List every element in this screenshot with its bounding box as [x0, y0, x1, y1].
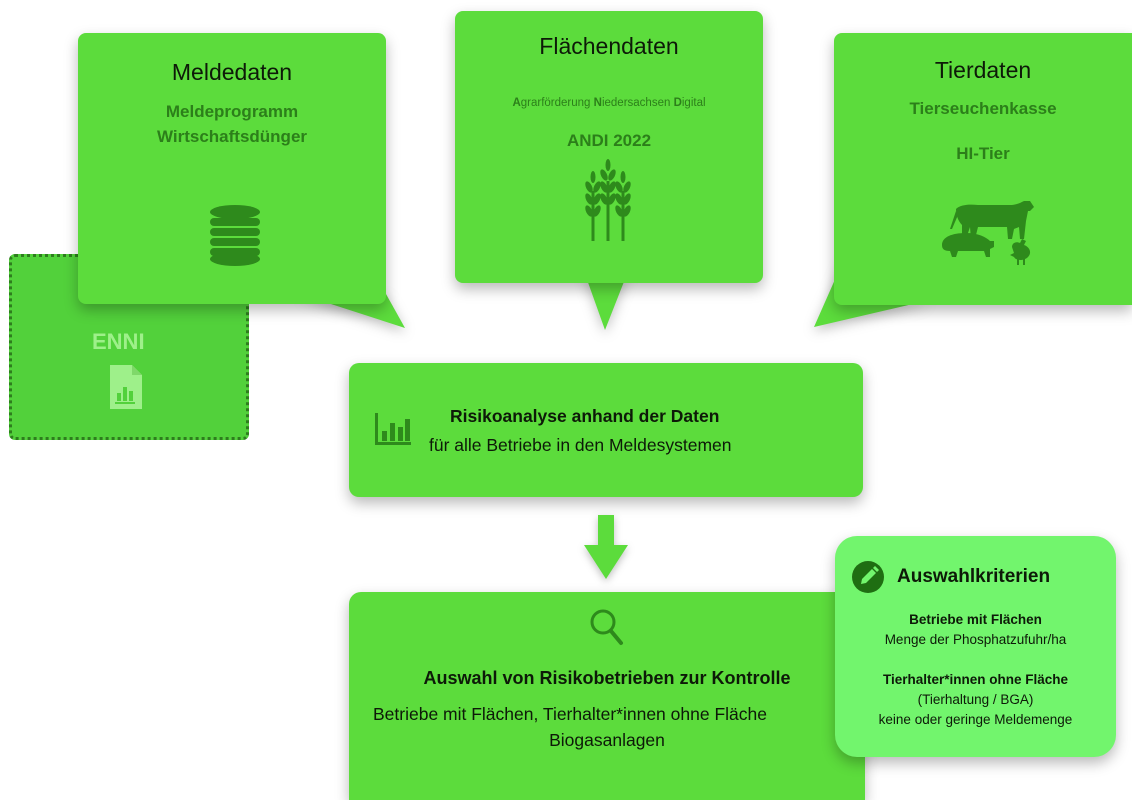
flaechendaten-title: Flächendaten [539, 33, 679, 59]
agrar-initial-d: D [673, 97, 682, 109]
meldedaten-subtitle: Meldeprogramm Wirtschaftsdünger [78, 99, 386, 149]
auswahlkriterien-title: Auswahlkriterien [897, 566, 1051, 587]
risikoanalyse-title: Risikoanalyse anhand der Daten [450, 406, 720, 426]
kriterien-item2-text2: keine oder geringe Meldemenge [878, 712, 1073, 727]
tierdaten-title: Tierdaten [934, 57, 1032, 83]
agrarfoerderung-text: Agrarförderung Niedersachsen Digital [455, 97, 763, 109]
auswahl-title: Auswahl von Risikobetrieben zur Kontroll… [423, 668, 791, 688]
auswahl-line1: Betriebe mit Flächen, Tierhalter*innen o… [373, 704, 767, 724]
risikoanalyse-box: Risikoanalyse anhand der Daten für alle … [349, 363, 863, 497]
pencil-icon [852, 561, 884, 593]
kriterien-item1-text: Menge der Phosphatzufuhr/ha [884, 632, 1067, 647]
kriterien-item2-text1: (Tierhaltung / BGA) [917, 692, 1034, 707]
livestock-icon [942, 201, 1034, 265]
risikoanalyse-subtitle: für alle Betriebe in den Meldesystemen [429, 435, 732, 455]
agrar-initial-n: N [593, 97, 602, 109]
agrar-word-3: igital [681, 97, 706, 109]
down-arrow-icon [584, 515, 628, 579]
bar-chart-icon [375, 413, 411, 445]
tierdaten-line2: HI-Tier [956, 144, 1010, 163]
meldedaten-line1: Meldeprogramm [165, 102, 299, 121]
chart-document-icon [110, 365, 142, 409]
tierdaten-line1: Tierseuchenkasse [909, 99, 1057, 118]
meldedaten-line2: Wirtschaftsdünger [156, 127, 308, 146]
database-icon [210, 205, 260, 266]
enni-label: ENNI [92, 329, 145, 354]
auswahl-box: Auswahl von Risikobetrieben zur Kontroll… [349, 592, 865, 800]
agrar-initial-a: A [512, 97, 521, 109]
meldedaten-title: Meldedaten [171, 59, 293, 85]
agrar-word-1: grarförderung [520, 97, 594, 109]
kriterien-item1-title: Betriebe mit Flächen [909, 612, 1042, 627]
flaechendaten-box: Flächendaten Agrarförderung Niedersachse… [455, 11, 763, 283]
auswahl-line2: Biogasanlagen [549, 730, 665, 750]
meldedaten-box: Meldedaten Meldeprogramm Wirtschaftsdüng… [78, 33, 386, 304]
wheat-icon [585, 159, 631, 241]
agrar-word-2: iedersachsen [601, 97, 674, 109]
andi-label: ANDI 2022 [566, 131, 652, 150]
auswahlkriterien-box: Auswahlkriterien Betriebe mit Flächen Me… [835, 536, 1116, 757]
magnifier-icon [590, 609, 623, 645]
tierdaten-box: Tierdaten Tierseuchenkasse HI-Tier [834, 33, 1132, 305]
kriterien-item2-title: Tierhalter*innen ohne Fläche [882, 672, 1069, 687]
